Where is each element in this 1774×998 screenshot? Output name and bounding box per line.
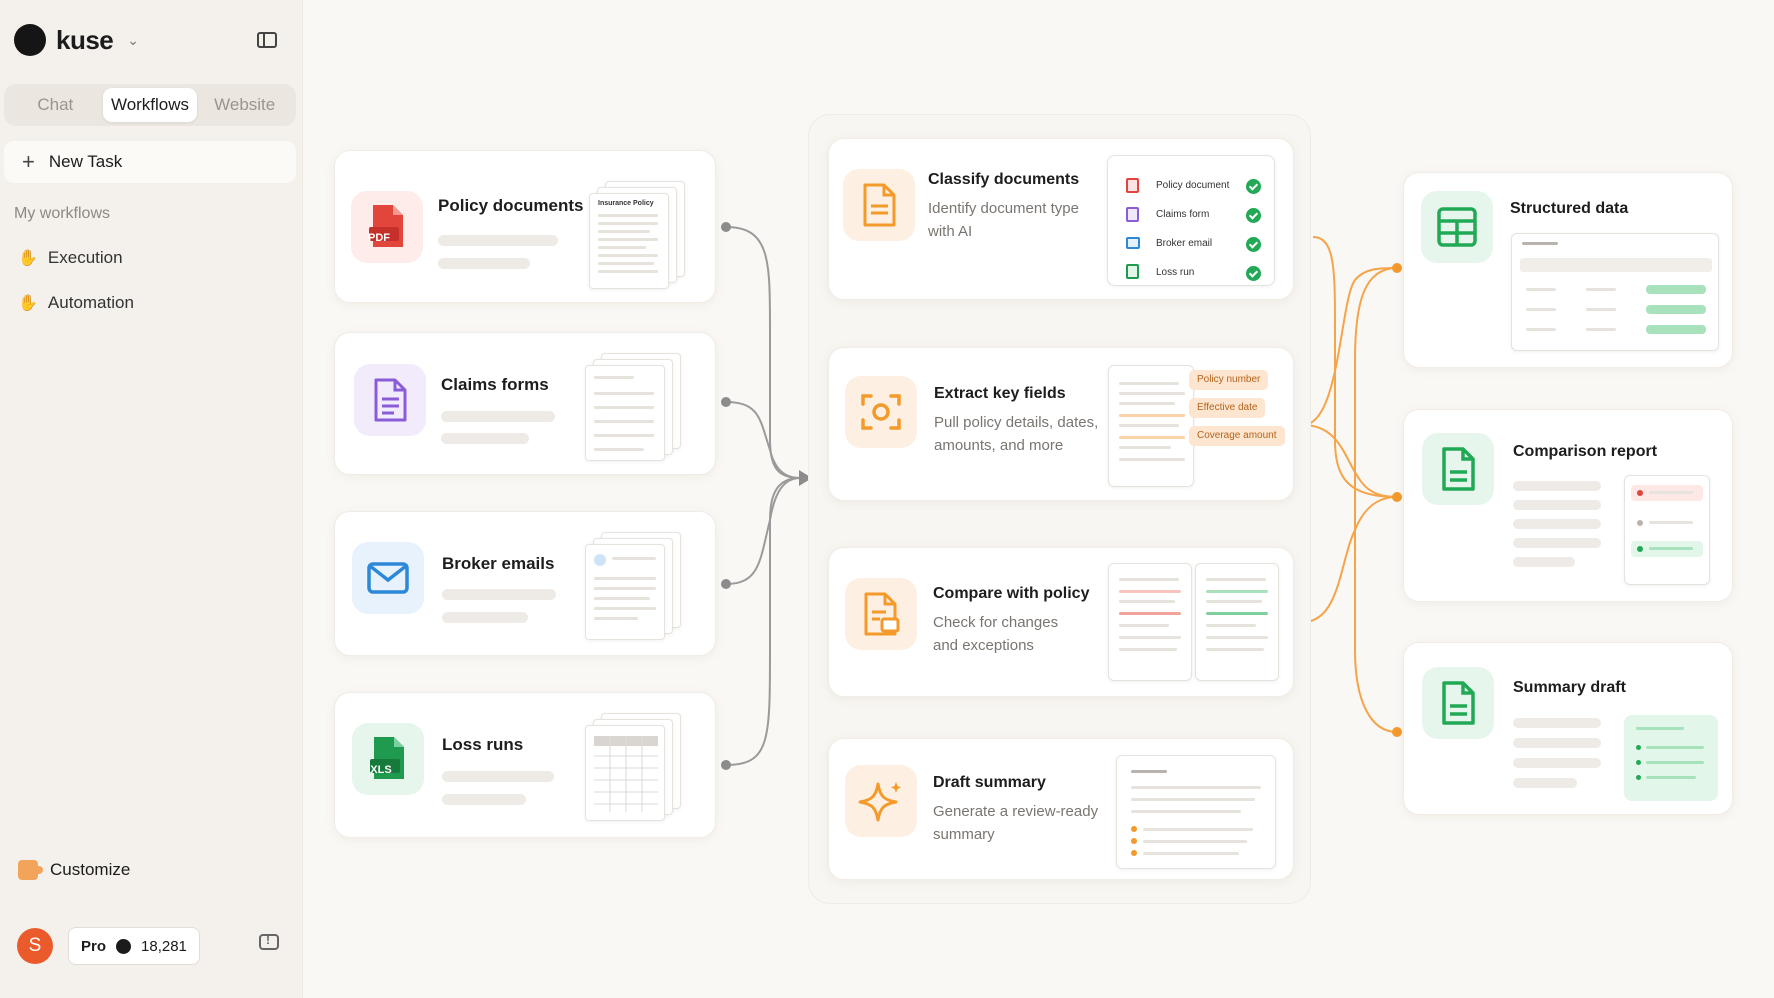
plan-label: Pro [81,937,107,955]
input-card-broker-emails[interactable]: Broker emails [334,511,716,656]
field-chip: Effective date [1189,398,1266,418]
xls-badge: XLS [370,764,392,776]
pdf-file-icon [351,191,423,263]
step-title: Draft summary [933,774,1046,791]
output-card-structured-data[interactable]: Structured data [1403,172,1733,368]
feedback-icon[interactable] [259,933,279,950]
credits-count: 18,281 [141,937,187,955]
output-title: Structured data [1510,200,1629,217]
step-description: Identify document type with AI [928,200,1079,240]
step-card-extract[interactable]: Extract key fields Pull policy details, … [828,347,1294,501]
field-chip: Coverage amount [1189,426,1285,446]
sidebar-item-label: Automation [47,293,134,312]
original-preview [1108,563,1192,681]
revised-preview [1195,563,1279,681]
step-card-draft-summary[interactable]: Draft summary Generate a review-ready su… [828,738,1294,880]
form-preview [585,365,665,461]
sparkle-icon [845,765,917,837]
customize-button[interactable]: Customize [18,860,130,880]
plan-badge[interactable]: Pro 18,281 [68,927,200,965]
input-title: Broker emails [442,554,555,573]
new-task-label: New Task [48,152,123,171]
check-icon [1246,208,1261,223]
document-icon [354,364,426,436]
output-card-summary-draft[interactable]: Summary draft [1403,642,1733,815]
step-title: Compare with policy [933,585,1090,602]
step-description: Generate a review-ready summary [933,803,1099,843]
step-card-compare[interactable]: Compare with policy Check for changes an… [828,547,1294,697]
scan-icon [845,376,917,448]
hand-icon: ✋ [18,295,38,312]
plus-icon: + [22,149,35,174]
sidebar-toggle-icon[interactable] [257,32,277,48]
check-icon [1246,237,1261,252]
logo-icon [14,24,46,56]
step-title: Classify documents [928,171,1080,188]
step-description: Check for changes and exceptions [933,614,1059,654]
sidebar-item-execution[interactable]: ✋ Execution [18,248,123,268]
document-icon [1422,433,1494,505]
check-icon [1246,179,1261,194]
credits-icon [116,938,132,954]
output-title: Comparison report [1513,443,1658,460]
summary-highlight-preview [1624,715,1718,801]
input-card-loss-runs[interactable]: XLS Loss runs [334,692,716,838]
sidebar: kuse ⌄ Chat Workflows Website + New Task… [0,0,303,998]
sidebar-item-label: Execution [47,248,123,267]
tab-workflows[interactable]: Workflows [102,88,198,122]
customize-label: Customize [50,860,131,879]
hand-icon: ✋ [18,250,38,267]
xls-file-icon [352,723,424,795]
avatar[interactable]: S [17,928,53,964]
sidebar-item-automation[interactable]: ✋ Automation [18,293,134,313]
tab-chat[interactable]: Chat [37,95,74,114]
report-preview [1624,475,1710,585]
check-icon [1246,266,1261,281]
document-icon [843,169,915,241]
step-card-classify[interactable]: Classify documents Identify document typ… [828,138,1294,300]
brand-name: kuse [56,24,114,55]
classification-results: Policy document Claims form Broker email… [1107,155,1275,286]
output-card-comparison-report[interactable]: Comparison report [1403,409,1733,602]
table-preview [1511,233,1719,351]
preview-caption: Insurance Policy [598,200,654,207]
tab-website[interactable]: Website [214,95,276,114]
pdf-badge: PDF [368,232,390,244]
input-card-policy-documents[interactable]: Policy documents PDF Insurance Policy [334,150,716,303]
mode-tabs: Chat Workflows Website [4,84,296,126]
document-icon [1422,667,1494,739]
new-task-button[interactable]: + New Task [4,141,296,183]
input-title: Claims forms [441,375,549,394]
section-label: My workflows [14,205,111,222]
step-description: Pull policy details, dates, amounts, and… [934,414,1099,454]
compare-document-icon [845,578,917,650]
input-title: Loss runs [442,735,524,754]
field-chip: Policy number [1189,370,1269,390]
extraction-preview [1108,365,1194,487]
summary-preview [1116,755,1276,869]
email-preview [585,544,665,640]
chevron-down-icon: ⌄ [127,31,139,48]
output-title: Summary draft [1513,679,1626,696]
input-card-claims-forms[interactable]: Claims forms [334,332,716,475]
puzzle-icon [18,860,43,880]
mail-icon [352,542,424,614]
document-preview: Insurance Policy [589,193,669,289]
spreadsheet-preview [585,725,665,821]
input-title: Policy documents [438,196,584,215]
table-icon [1421,191,1493,263]
brand-switcher[interactable]: kuse ⌄ [14,24,139,56]
step-title: Extract key fields [934,385,1066,402]
